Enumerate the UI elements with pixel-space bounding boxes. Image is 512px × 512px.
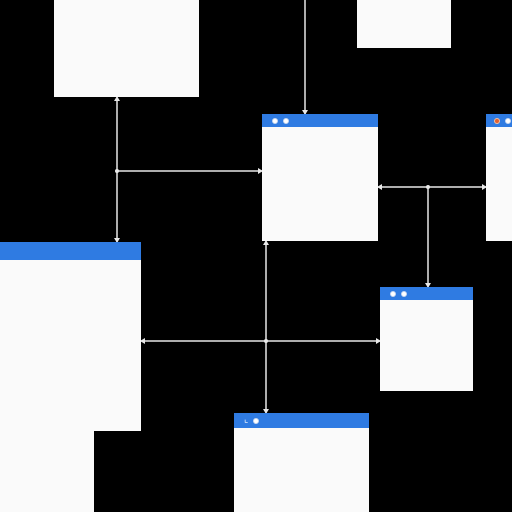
junction-dot [264,339,268,343]
window-control-icon[interactable] [272,117,278,124]
junction-dot [426,185,430,189]
arrowhead-icon [258,168,263,174]
arrowhead-icon [302,110,308,115]
window-titlebar[interactable] [262,114,378,127]
window-control-icon[interactable] [253,417,260,424]
window-bottom-center[interactable]: ⌞ [234,413,369,512]
window-control-icon[interactable] [390,290,396,297]
window-top-left[interactable] [54,0,199,97]
window-titlebar[interactable] [486,114,512,127]
window-mid-right[interactable] [380,287,473,391]
window-top-right[interactable] [357,0,451,48]
arrowhead-icon [114,238,120,243]
window-far-right[interactable] [486,114,512,241]
window-close-icon[interactable] [494,117,500,124]
arrowhead-icon [140,338,145,344]
arrowhead-icon [376,338,381,344]
arrowhead-icon [425,283,431,288]
window-titlebar[interactable]: ⌞ [234,413,369,428]
window-large-left[interactable] [0,242,141,431]
arrowhead-icon [263,409,269,414]
cursor-icon: ⌞ [244,415,249,425]
arrowhead-icon [377,184,382,190]
window-control-icon[interactable] [401,290,407,297]
junction-dot [115,169,119,173]
window-large-left-extension [0,431,94,512]
window-center[interactable] [262,114,378,241]
window-control-icon[interactable] [283,117,289,124]
window-titlebar[interactable] [0,242,141,260]
arrowhead-icon [114,96,120,101]
arrowhead-icon [482,184,487,190]
window-control-icon[interactable] [505,117,511,124]
window-titlebar[interactable] [380,287,473,300]
arrowhead-icon [263,240,269,245]
